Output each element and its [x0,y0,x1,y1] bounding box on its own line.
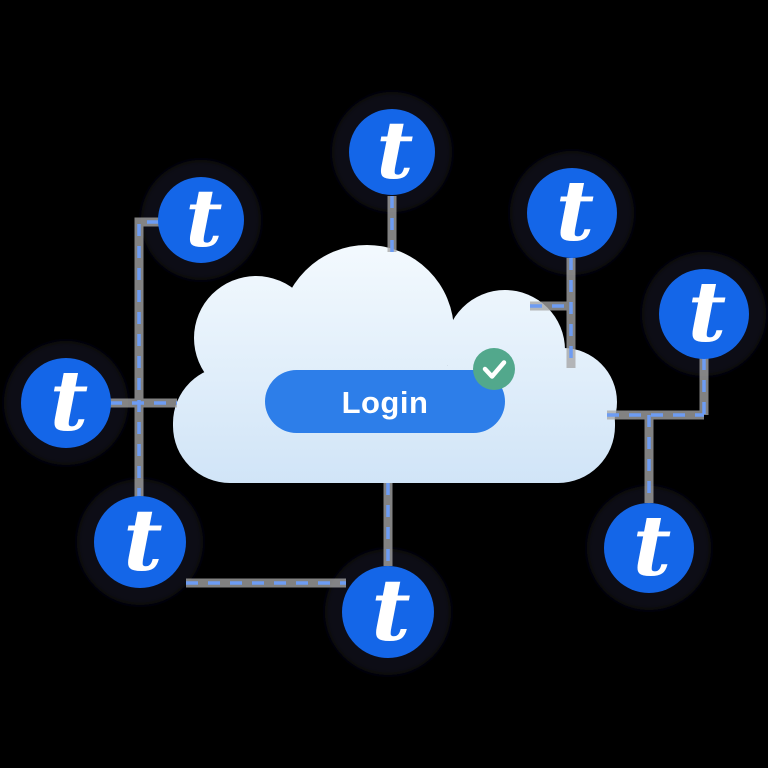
login-button[interactable]: Login [265,370,505,433]
coin-letter: t [186,171,223,265]
coin-bottom-center: t [342,561,434,661]
coin-bottom-left: t [94,491,186,591]
coin-circle [21,358,111,448]
coin-circle [94,496,186,588]
coin-circle [659,269,749,359]
coins: t t t t t t t t [21,103,749,661]
login-button-pill[interactable] [265,370,505,433]
coin-letter: t [123,491,162,591]
connector-dashes [110,196,706,585]
coin-right: t [659,263,749,361]
connector-line [137,220,159,497]
coin-circle [604,503,694,593]
badge-circle [473,348,515,390]
coin-circle [527,168,617,258]
coin-top-left: t [158,171,244,265]
coin-letter: t [556,162,594,260]
success-check-badge [473,348,515,390]
coin-circle [349,109,435,195]
coin-top-right: t [527,162,617,260]
coin-letter: t [377,103,414,197]
check-icon [482,360,507,379]
coin-letter: t [688,263,726,361]
coin-circle [342,566,434,658]
coin-circle [158,177,244,263]
login-button-label: Login [342,385,429,420]
coin-top-center: t [349,103,435,197]
coin-letter: t [50,352,88,450]
coin-letter: t [633,497,671,595]
coin-letter: t [371,561,410,661]
coin-bottom-right: t [604,497,694,595]
coin-left: t [21,352,111,450]
